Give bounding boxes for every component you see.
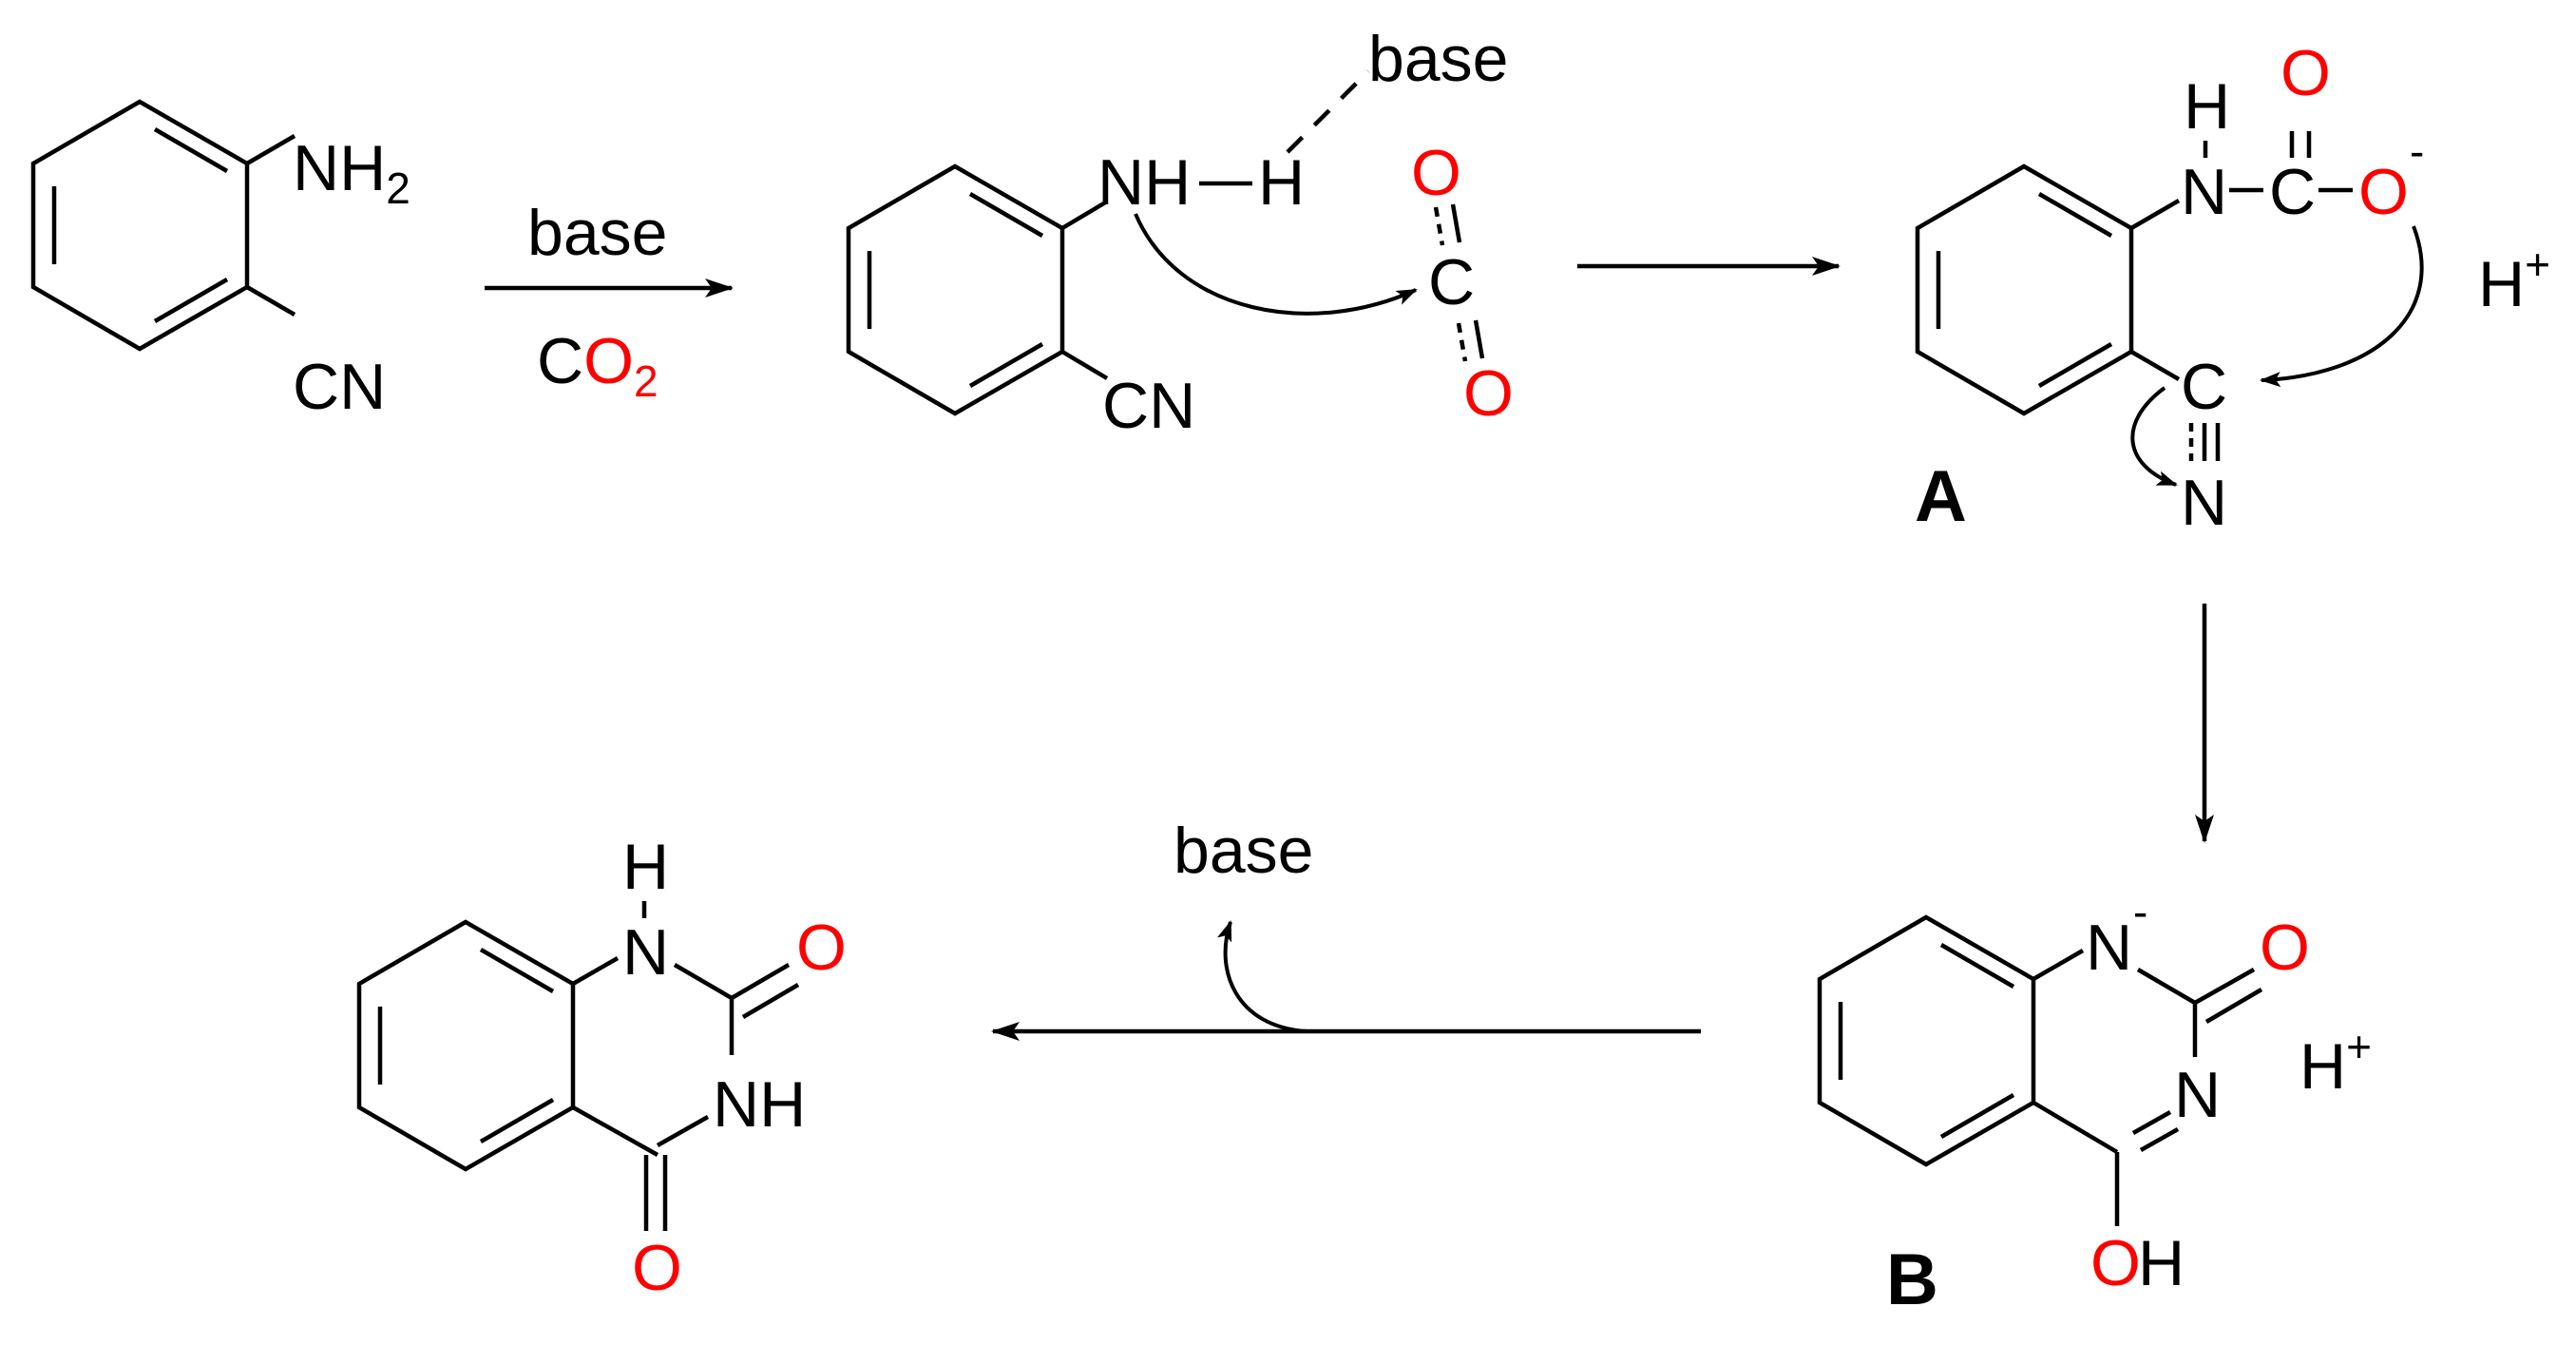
nh2-label: NH2: [293, 132, 410, 213]
curly-arrow-attack: [1134, 213, 1418, 316]
b-charge: -: [2133, 887, 2147, 936]
label-b: B: [1886, 1239, 1938, 1320]
prod-o-bottom: O: [632, 1232, 682, 1304]
a-nh-h: H: [2184, 70, 2230, 143]
b-n3: N: [2174, 1059, 2221, 1131]
prod-nh: NH: [713, 1068, 806, 1141]
a-proton: H+: [2478, 240, 2550, 320]
base-label: base: [1368, 23, 1508, 95]
b-o-carbonyl: O: [2260, 912, 2310, 984]
nh-label: NH: [1097, 146, 1191, 219]
reagent-base-label: base: [527, 197, 667, 269]
label-a: A: [1915, 456, 1967, 537]
co2-c: C: [1428, 246, 1475, 318]
co2-o-top: O: [1411, 137, 1461, 209]
b-n1: N: [2086, 912, 2132, 984]
b-oh-o: O: [2090, 1227, 2141, 1299]
prod-n: N: [622, 916, 669, 989]
a-cn-c: C: [2181, 351, 2227, 423]
curly-arrow-base-leaves: [1217, 920, 1307, 1033]
a-o-carbonyl: O: [2280, 37, 2331, 109]
a-charge: -: [2410, 126, 2424, 176]
cn2-label: CN: [1102, 370, 1195, 442]
product-quinazolinedione: H N O NH O: [356, 831, 847, 1304]
prod-nh-h: H: [622, 831, 669, 903]
h-base-dashed: [1286, 69, 1370, 154]
compound-activated-amine: NH H base CN O C O: [846, 23, 1514, 442]
a-o-anion: O: [2358, 156, 2409, 228]
h-label: H: [1258, 146, 1305, 219]
curly-arrow-o-to-c: [2260, 225, 2424, 388]
prod-o-carbonyl: O: [796, 912, 847, 984]
a-cn-n: N: [2181, 467, 2227, 539]
a-c: C: [2269, 156, 2316, 228]
intermediate-a: H N C O O - H+ C N A: [1915, 37, 2550, 539]
a-n: N: [2181, 156, 2227, 228]
curly-arrow-cn-to-n: [2130, 386, 2178, 487]
co2-o-bottom: O: [1463, 357, 1514, 430]
compound-2-aminobenzonitrile: NH2 CN: [30, 99, 410, 423]
final-base-label: base: [1174, 815, 1313, 887]
b-oh-h: H: [2138, 1227, 2185, 1299]
reagent-co2-label: CO2: [537, 325, 658, 406]
cn-label: CN: [293, 351, 386, 423]
b-proton: H+: [2299, 1022, 2372, 1103]
intermediate-b: N - O N O H H+ B: [1817, 887, 2372, 1320]
